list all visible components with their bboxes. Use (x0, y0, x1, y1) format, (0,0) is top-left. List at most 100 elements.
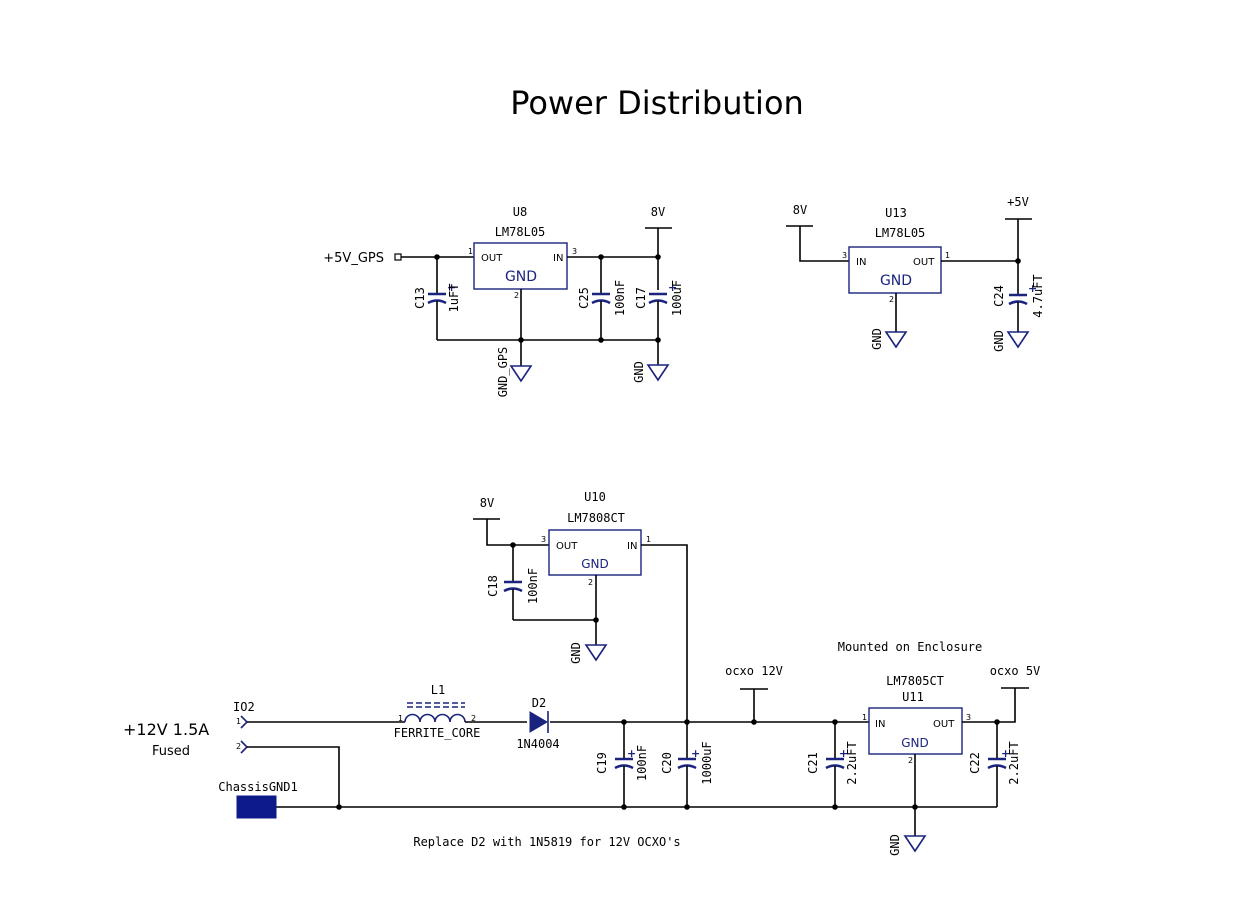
u11-part: LM7805CT (886, 674, 944, 688)
u8-pin-in: 3 (572, 247, 577, 256)
net-label-gnd-gps: GND_GPS (496, 347, 510, 398)
c21-plate-curved (825, 764, 845, 770)
io2-pin2: 2 (236, 742, 241, 751)
u10-gnd-label: GND (581, 557, 609, 571)
u11-pin-out: 3 (966, 713, 971, 722)
d2-anode-triangle (529, 711, 548, 733)
c22-plus: + (1001, 747, 1010, 760)
net-label-gnd-c24: GND (992, 330, 1006, 352)
chassis-gnd-block (236, 795, 277, 819)
u13-section: 8V U13 LM78L05 IN OUT GND 3 1 2 GND +5V … (786, 195, 1045, 352)
c17-ref: C17 (634, 287, 648, 309)
junction (684, 804, 690, 810)
u13-in-label: IN (856, 257, 866, 268)
c20-value: 1000uF (700, 741, 714, 784)
c25-ref: C25 (577, 287, 591, 309)
d2-ref: D2 (532, 696, 546, 710)
net-label-gnd-u11: GND (888, 834, 902, 856)
c25-value: 100nF (613, 280, 627, 316)
u10-pin-out: 3 (541, 535, 546, 544)
u11-ref: U11 (902, 690, 924, 704)
c13-value: 1uFT (447, 284, 461, 313)
c20-ref: C20 (660, 752, 674, 774)
u10-out-label: OUT (556, 541, 578, 552)
c17-value: 100uF (670, 280, 684, 316)
main-rail-section: +12V 1.5A Fused IO2 1 2 L1 FERRITE_CORE … (123, 640, 1040, 856)
u11-out-label: OUT (933, 719, 955, 730)
u10-pin-gnd: 2 (588, 578, 593, 587)
net-label-8v-u10: 8V (480, 496, 494, 510)
c19-value: 100nF (635, 745, 649, 781)
wire-ocxo5 (962, 688, 1016, 723)
u10-pin-in: 1 (646, 535, 651, 544)
c21-ref: C21 (806, 752, 820, 774)
c21-value: 2.2uFT (845, 741, 859, 784)
c24-plus: + (1028, 282, 1037, 295)
c19-plus: + (627, 747, 636, 760)
net-label-5v: +5V (1007, 195, 1029, 209)
u13-pin-gnd: 2 (889, 295, 894, 304)
u11-ic-body (868, 707, 963, 755)
u13-out-label: OUT (913, 257, 935, 268)
u8-section: +5V_GPS + C13 1uFT U8 LM78L05 OUT IN GND… (323, 205, 684, 397)
c20-plus: + (691, 747, 700, 760)
u8-part: LM78L05 (495, 225, 546, 239)
c24-ref: C24 (992, 285, 1006, 307)
c18-value: 100nF (526, 568, 540, 604)
u10-in-label: IN (627, 541, 637, 552)
c17-plus: + (668, 281, 677, 294)
gnd-symbol-u11 (903, 835, 927, 853)
c20-plate-curved (677, 764, 697, 770)
wire-u10-in (641, 544, 688, 722)
l1-pin1: 1 (398, 714, 403, 723)
net-label-gnd-u10: GND (569, 642, 583, 664)
c17-plate-curved (648, 299, 668, 305)
c18-ref: C18 (486, 575, 500, 597)
net-label-8v-u8: 8V (651, 205, 665, 219)
port-5v-gps (394, 253, 402, 261)
l1-pin2: 2 (471, 714, 476, 723)
note-enclosure: Mounted on Enclosure (838, 640, 983, 654)
page-title: Power Distribution (510, 84, 804, 122)
junction (598, 337, 604, 343)
net-label-ocxo12: ocxo 12V (725, 664, 783, 678)
net-label-5v-gps: +5V_GPS (323, 251, 384, 266)
net-label-gnd-u13: GND (870, 328, 884, 350)
u11-gnd-label: GND (901, 736, 929, 750)
u8-in-label: IN (553, 253, 563, 264)
u11-pin-in: 1 (862, 713, 867, 722)
input-sub-label: Fused (152, 744, 190, 759)
u8-gnd-label: GND (505, 269, 537, 285)
c22-ref: C22 (968, 752, 982, 774)
u11-in-label: IN (875, 719, 885, 730)
junction (621, 804, 627, 810)
gnd-symbol-u8 (646, 364, 670, 382)
junction (832, 804, 838, 810)
u8-pin-out: 1 (468, 247, 473, 256)
net-label-gnd-u8: GND (632, 361, 646, 383)
c24-plate-curved (1008, 300, 1028, 306)
chassis-gnd-ref: ChassisGND1 (218, 780, 297, 794)
l1-value: FERRITE_CORE (394, 726, 481, 740)
io2-ref: IO2 (233, 700, 255, 714)
u13-pin-in: 3 (842, 251, 847, 260)
u13-gnd-label: GND (880, 273, 912, 289)
junction (655, 337, 661, 343)
wire-gnd-return (247, 746, 340, 807)
u8-pin-gnd: 2 (514, 291, 519, 300)
io2-pin2-arrow (240, 740, 249, 754)
d2-value: 1N4004 (516, 737, 559, 751)
u11-pin-gnd: 2 (908, 756, 913, 765)
u13-part: LM78L05 (875, 226, 926, 240)
wire-8v-u10 (486, 519, 549, 546)
c13-plate-curved (427, 299, 447, 305)
u13-ic-body (848, 246, 942, 294)
u8-ref: U8 (513, 205, 527, 219)
wire-8v-u13 (799, 226, 849, 262)
u10-ic-body (548, 529, 642, 576)
l1-coil (404, 713, 466, 723)
gnd-symbol-u10 (584, 644, 608, 662)
c21-plus: + (839, 747, 848, 760)
input-label: +12V 1.5A (123, 720, 209, 739)
